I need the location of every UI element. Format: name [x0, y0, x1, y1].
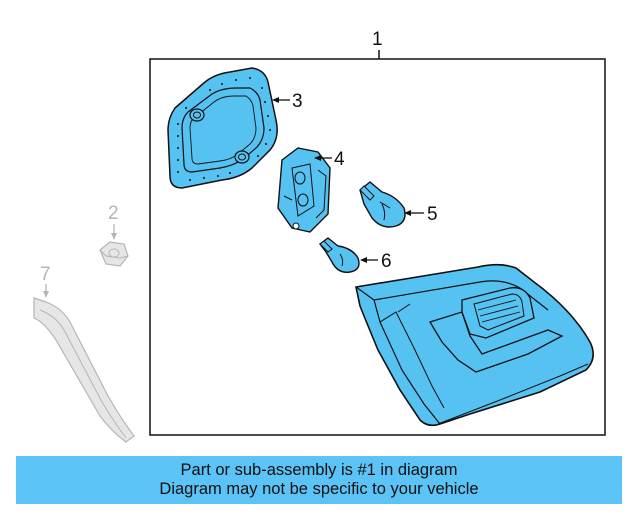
callout-5[interactable]: 5 — [427, 204, 438, 225]
part-7-trim-strip[interactable] — [33, 297, 135, 443]
callout-7[interactable]: 7 — [40, 264, 51, 285]
callout-5-arrow — [404, 210, 411, 216]
part-3-gasket[interactable] — [167, 67, 278, 189]
callout-6[interactable]: 6 — [381, 251, 392, 272]
callout-2[interactable]: 2 — [108, 203, 119, 224]
banner-line-2: Diagram may not be specific to your vehi… — [159, 480, 479, 498]
callout-3-arrow — [272, 97, 279, 103]
part-2-nut[interactable] — [99, 241, 129, 267]
part-1-tail-lamp[interactable] — [355, 263, 594, 427]
callout-2-arrow — [111, 233, 117, 240]
callout-4[interactable]: 4 — [334, 149, 345, 170]
assembly-frame — [149, 58, 606, 436]
callout-4-arrow — [314, 155, 321, 161]
part-5-bulb[interactable] — [359, 181, 406, 228]
callout-6-arrow — [360, 257, 367, 263]
banner-line-1: Part or sub-assembly is #1 in diagram — [180, 461, 458, 479]
part-6-bulb[interactable] — [319, 237, 360, 273]
callout-7-arrow — [43, 291, 49, 298]
part-4-bulb-carrier[interactable] — [277, 147, 331, 233]
callout-1[interactable]: 1 — [372, 29, 383, 50]
info-banner: Part or sub-assembly is #1 in diagram Di… — [16, 456, 622, 504]
callout-3[interactable]: 3 — [292, 91, 303, 112]
